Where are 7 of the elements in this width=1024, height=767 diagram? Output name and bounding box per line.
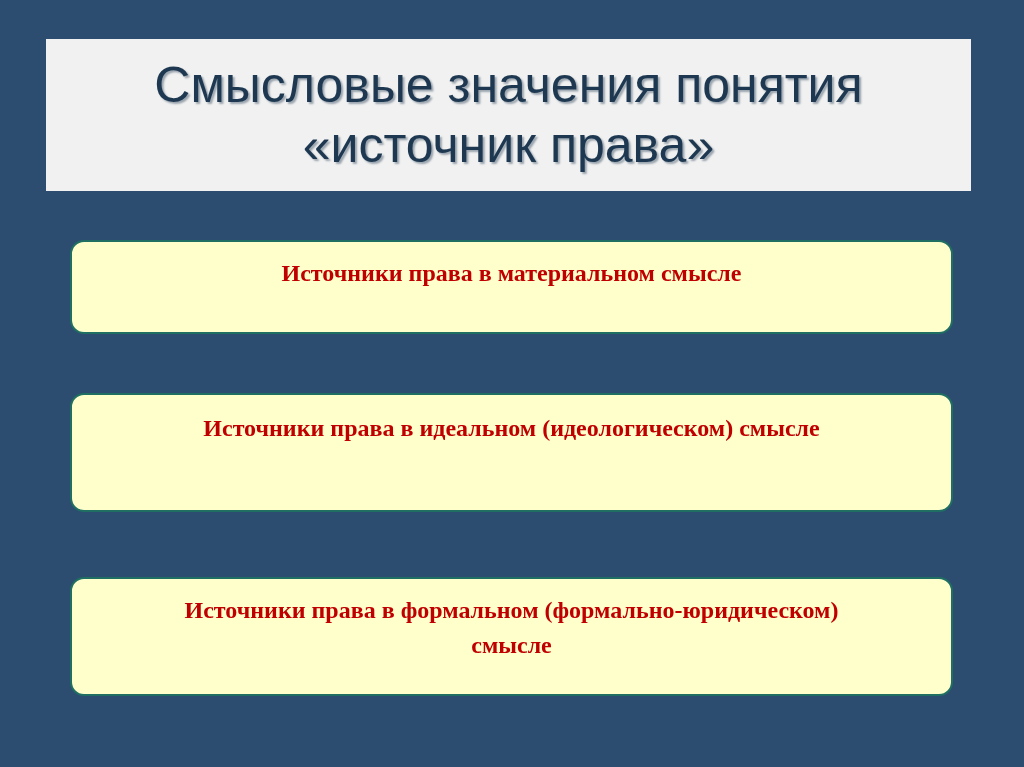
text-box <box>70 240 953 334</box>
box-text: Источники права в материальном смысле <box>280 259 743 288</box>
text-box <box>70 577 953 696</box>
box-text: Источники права в формальном (формально-юридическом) смысле <box>183 596 840 660</box>
box-text: Источники права в идеальном (идеологическом) смысле <box>202 414 821 443</box>
slide-title: Смысловые значения понятия «источник права» <box>153 56 864 175</box>
text-box <box>70 393 953 512</box>
